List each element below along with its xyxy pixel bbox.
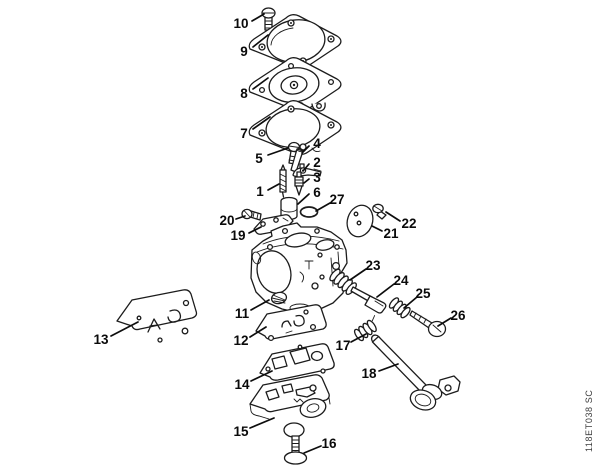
part-callout-27: 27 xyxy=(329,192,344,207)
part-3-needle-valve-drawing xyxy=(294,171,304,196)
part-callout-6: 6 xyxy=(313,185,321,200)
leader-line-5 xyxy=(267,147,289,156)
leader-line-12 xyxy=(249,326,267,338)
part-callout-26: 26 xyxy=(450,308,466,323)
leader-line-22 xyxy=(385,211,401,222)
part-8-diaphragm-drawing xyxy=(248,57,342,113)
leader-line-21 xyxy=(371,225,383,232)
leader-line-4 xyxy=(301,145,310,154)
leader-line-3 xyxy=(303,178,310,184)
leader-line-26 xyxy=(437,317,452,327)
part-callout-15: 15 xyxy=(233,424,249,439)
part-11-screen-drawing xyxy=(270,291,288,305)
part-9-pump-cover-drawing xyxy=(248,14,342,70)
leader-line-11 xyxy=(250,299,270,311)
part-callout-12: 12 xyxy=(233,333,248,348)
part-27-oring-drawing xyxy=(299,206,319,218)
leader-line-24 xyxy=(376,283,395,298)
part-callout-1: 1 xyxy=(256,184,264,199)
leader-line-1 xyxy=(267,183,280,191)
part-12-diaphragm-plate-drawing xyxy=(255,304,327,342)
part-22-screw-drawing xyxy=(372,203,387,220)
part-callout-20: 20 xyxy=(219,213,234,228)
leader-line-14 xyxy=(250,370,273,382)
part-callout-9: 9 xyxy=(240,44,248,59)
part-callout-17: 17 xyxy=(335,338,350,353)
leader-line-16 xyxy=(303,445,322,454)
part-1-spring-needle-drawing xyxy=(279,164,287,198)
leader-line-6 xyxy=(297,193,310,205)
part-callout-16: 16 xyxy=(321,436,337,451)
leader-line-17 xyxy=(350,333,367,343)
part-21-disc-drawing xyxy=(346,204,374,238)
part-callout-14: 14 xyxy=(234,377,250,392)
part-callout-18: 18 xyxy=(361,366,377,381)
leader-line-25 xyxy=(403,296,418,309)
leader-line-15 xyxy=(249,417,275,429)
part-15-cover-drawing xyxy=(249,374,331,438)
part-callout-8: 8 xyxy=(240,86,248,101)
leader-line-9 xyxy=(252,34,269,48)
leader-line-19 xyxy=(248,226,262,234)
part-callout-3: 3 xyxy=(313,170,321,185)
part-callout-23: 23 xyxy=(365,258,381,273)
part-20-screw-drawing xyxy=(241,208,262,221)
part-callout-24: 24 xyxy=(393,273,409,288)
part-callout-13: 13 xyxy=(93,332,109,347)
part-13-plate-drawing xyxy=(116,289,198,343)
part-23-spring-drawing xyxy=(329,268,357,295)
leader-line-7 xyxy=(252,116,271,130)
part-callout-10: 10 xyxy=(233,16,248,31)
leader-line-10 xyxy=(251,13,265,22)
part-25-spring-drawing xyxy=(388,297,411,319)
part-callout-4: 4 xyxy=(313,136,321,151)
part-callout-25: 25 xyxy=(415,286,431,301)
leader-line-20 xyxy=(235,215,246,220)
carburetor-body-drawing xyxy=(250,222,348,314)
part-24-adjust-screw-drawing xyxy=(350,286,387,314)
leader-line-23 xyxy=(349,268,367,281)
part-callout-22: 22 xyxy=(401,216,416,231)
part-callout-2: 2 xyxy=(313,155,321,170)
drawing-code: 118ET038 SC xyxy=(584,390,594,452)
leader-line-2 xyxy=(302,163,310,172)
part-callout-11: 11 xyxy=(235,306,250,321)
leader-line-13 xyxy=(110,321,139,337)
part-callout-7: 7 xyxy=(240,126,248,141)
part-18-shaft-drawing xyxy=(370,334,461,411)
part-17-spring-drawing xyxy=(353,315,377,342)
part-14-gasket-drawing xyxy=(259,343,335,381)
part-callout-19: 19 xyxy=(230,228,245,243)
leader-line-18 xyxy=(378,363,399,372)
leader-line-27 xyxy=(315,202,331,212)
part-26-adjust-screw-drawing xyxy=(409,310,447,338)
part-callout-21: 21 xyxy=(383,226,399,241)
part-callout-5: 5 xyxy=(255,151,263,166)
part-16-screw-drawing xyxy=(283,435,308,465)
leader-line-8 xyxy=(252,77,269,90)
